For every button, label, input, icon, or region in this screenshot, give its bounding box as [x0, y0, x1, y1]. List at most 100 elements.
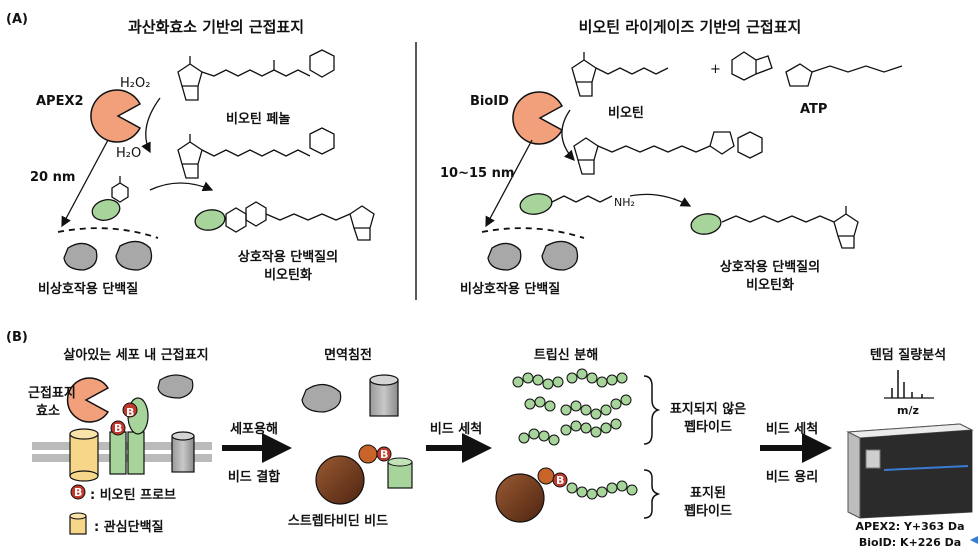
atp-label: ATP: [800, 102, 828, 117]
step3-label: 트립신 분해: [533, 348, 599, 363]
streptavidin-bead: [315, 455, 365, 505]
arrow1-bottom-label: 비드 결합: [227, 470, 281, 485]
distance-arrow: [61, 139, 109, 228]
biotin-structure: [571, 52, 669, 97]
membrane-protein-gray: [171, 431, 195, 473]
h2o2-label: H₂O₂: [120, 76, 151, 91]
plus-sign: +: [710, 62, 721, 77]
unlabeled-label-2: 펩타이드: [684, 420, 732, 435]
bioid-label: BioID: [470, 94, 509, 109]
probe-letter: B: [556, 474, 565, 487]
arrow3-bottom-label: 비드 용리: [765, 470, 819, 485]
result-apex2: APEX2: Y+363 Da: [855, 520, 965, 533]
protein-of-interest-cylinder: [69, 428, 99, 482]
bioid-enzyme-icon: [512, 91, 564, 145]
transfer-arrow: [629, 193, 692, 207]
interacting-protein: [109, 431, 127, 475]
probe-letter: B: [114, 422, 123, 435]
biotinylated-product-structure: [225, 201, 375, 241]
labeled-protein-left: [91, 199, 121, 221]
captured-protein: [387, 457, 413, 489]
biotin-phenol-label: 비오틴 페놀: [226, 112, 291, 127]
unlabeled-label-1: 표지되지 않은: [669, 402, 747, 417]
probe-letter: B: [74, 486, 83, 499]
labeled-label-1: 표지된: [690, 486, 726, 501]
arrow2-label: 비드 세척: [429, 422, 483, 437]
biotin-probe-icon: [552, 472, 568, 488]
reaction-arrow: [561, 109, 575, 161]
lysine-chain: [551, 195, 613, 203]
labeled-peptide: [566, 480, 638, 500]
labeled-protein: [690, 213, 722, 235]
non-interacting-protein: [541, 240, 579, 271]
non-interacting-label-left: 비상호작용 단백질: [38, 282, 139, 297]
proximity-enzyme-icon: [66, 377, 110, 423]
apex2-enzyme-icon: [90, 89, 142, 143]
corner-marker-icon: [970, 536, 978, 544]
legend-protein-label: : 관심단백질: [94, 520, 164, 535]
probe-letter: B: [126, 406, 135, 419]
panel-b-label: (B): [6, 330, 28, 345]
legend-protein-icon: [69, 512, 87, 535]
labeled-protein-right: [519, 193, 553, 215]
biotinylated-lysine-structure: [721, 206, 859, 249]
right-title: 비오틴 라이게이즈 기반의 근접표지: [578, 18, 802, 36]
transfer-arrow: [149, 181, 214, 192]
result-bioid: BioID: K+226 Da: [858, 536, 962, 549]
mass-spectrometer-icon: [846, 423, 974, 519]
arrow1-top-label: 세포용해: [230, 422, 278, 437]
legend-probe-icon: [70, 484, 86, 500]
interacting-label-right-2: 비오틴화: [746, 278, 794, 293]
distance-arrow: [485, 139, 533, 228]
biotin-label: 비오틴: [608, 106, 644, 121]
step1-label: 살아있는 세포 내 근접표지: [63, 348, 209, 363]
step2-label: 면역침전: [324, 348, 372, 363]
brace-labeled: [643, 469, 661, 519]
step4-label: 텐덤 질량분석: [869, 348, 947, 363]
probe-letter: B: [380, 448, 389, 461]
labeling-radius: [57, 227, 159, 239]
enzyme-label-2: 효소: [36, 404, 60, 419]
bead-label: 스트렙타비딘 비드: [287, 514, 389, 529]
interacting-label-left-1: 상호작용 단백질의: [237, 250, 339, 265]
bead-linker: [537, 467, 555, 485]
arrow3-top-label: 비드 세척: [765, 422, 819, 437]
non-interacting-label-right: 비상호작용 단백질: [460, 282, 561, 297]
interacting-label-right-1: 상호작용 단백질의: [719, 260, 821, 275]
free-cylinder-gray: [369, 374, 399, 417]
non-interacting-protein: [115, 240, 153, 271]
mz-label: m/z: [897, 404, 919, 417]
legend-probe-label: : 비오틴 프로브: [90, 488, 177, 503]
streptavidin-bead-step3: [495, 473, 545, 523]
panel-a-label: (A): [6, 12, 28, 27]
left-title: 과산화효소 기반의 근접표지: [127, 18, 305, 36]
biotinyl-amp-structure: [573, 131, 763, 175]
biotin-probe-icon: [376, 446, 392, 462]
interacting-label-left-2: 비오틴화: [264, 268, 312, 283]
phenol-icon: [111, 176, 129, 203]
labeling-radius: [481, 227, 585, 239]
free-protein-gray: [301, 383, 342, 413]
nh2-label: NH₂: [614, 196, 635, 209]
reaction-arrow: [141, 97, 161, 154]
labeled-label-2: 펩타이드: [684, 504, 732, 519]
mass-spectrum: [884, 370, 934, 399]
distance-label-right: 10~15 nm: [440, 166, 515, 181]
apex2-label: APEX2: [36, 94, 84, 109]
brace-unlabeled: [643, 375, 661, 445]
h2o-label: H₂O: [116, 146, 142, 161]
unlabeled-peptides: [512, 368, 632, 446]
atp-structure: [731, 51, 903, 87]
cell-protein-gray: [157, 374, 194, 399]
non-interacting-protein: [63, 242, 98, 271]
biotin-probe-icon: [122, 402, 138, 418]
biotin-phenol-structure: [177, 49, 335, 101]
enzyme-label-1: 근접표지: [28, 386, 76, 401]
distance-label-left: 20 nm: [30, 170, 76, 185]
non-interacting-protein: [487, 242, 522, 271]
labeled-protein: [194, 209, 226, 231]
phenoxyl-radical-structure: [177, 127, 335, 179]
interacting-protein: [127, 431, 145, 475]
bead-linker: [358, 444, 378, 464]
